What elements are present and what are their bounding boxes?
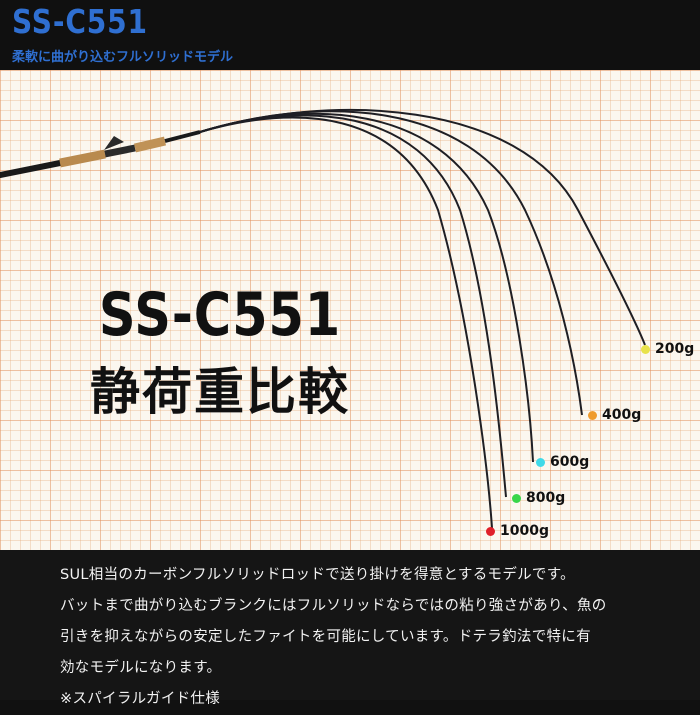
- chart-model-label: SS-C551: [98, 280, 342, 350]
- cork-grip-rear: [59, 149, 106, 168]
- description-line: 引きを抑えながらの安定したファイトを可能にしています。ドテラ釣法で特に有: [60, 629, 591, 645]
- load-label-400g: 400g: [588, 407, 641, 423]
- product-subtitle: 柔軟に曲がり込むフルソリッドモデル: [12, 50, 234, 65]
- rod-bend-illustration: [0, 109, 646, 529]
- load-value-200g: 200g: [655, 341, 695, 357]
- load-value-400g: 400g: [602, 407, 642, 423]
- description-line: SUL相当のカーボンフルソリッドロッドで送り掛けを得意とするモデルです。: [60, 567, 575, 583]
- trigger: [104, 136, 124, 150]
- load-dot-400g: [588, 410, 597, 420]
- bend-curve-1000g: [199, 116, 493, 529]
- header: SS-C551 柔軟に曲がり込むフルソリッドモデル: [0, 0, 700, 70]
- reel-seat: [104, 144, 136, 158]
- bend-curve-800g: [199, 114, 507, 498]
- load-value-800g: 800g: [526, 490, 566, 506]
- load-comparison-panel: SS-C551 静荷重比較 200g 400g 600g 800g 1000g: [0, 70, 700, 550]
- product-title: SS-C551: [12, 2, 148, 41]
- load-dot-1000g: [486, 526, 495, 536]
- load-dot-600g: [536, 457, 545, 467]
- description-line: バットまで曲がり込むブランクにはフルソリッドならではの粘り強さがあり、魚の: [60, 598, 607, 614]
- load-label-600g: 600g: [536, 454, 589, 470]
- description-footer: SUL相当のカーボンフルソリッドロッドで送り掛けを得意とするモデルです。 バット…: [0, 550, 700, 707]
- bend-curve-400g: [199, 110, 583, 416]
- load-value-1000g: 1000g: [500, 523, 549, 539]
- load-value-600g: 600g: [550, 454, 590, 470]
- load-label-800g: 800g: [512, 490, 565, 506]
- cork-grip-front: [133, 136, 167, 153]
- chart-heading: 静荷重比較: [90, 363, 350, 421]
- load-dot-200g: [641, 344, 650, 354]
- load-label-200g: 200g: [641, 341, 694, 357]
- rod-blank-base: [164, 130, 201, 143]
- rod-butt: [0, 160, 63, 178]
- load-label-1000g: 1000g: [486, 523, 549, 539]
- load-dot-800g: [512, 493, 521, 503]
- description-text: SUL相当のカーボンフルソリッドロッドで送り掛けを得意とするモデルです。 バット…: [60, 560, 607, 715]
- description-line: 効なモデルになります。: [60, 660, 222, 676]
